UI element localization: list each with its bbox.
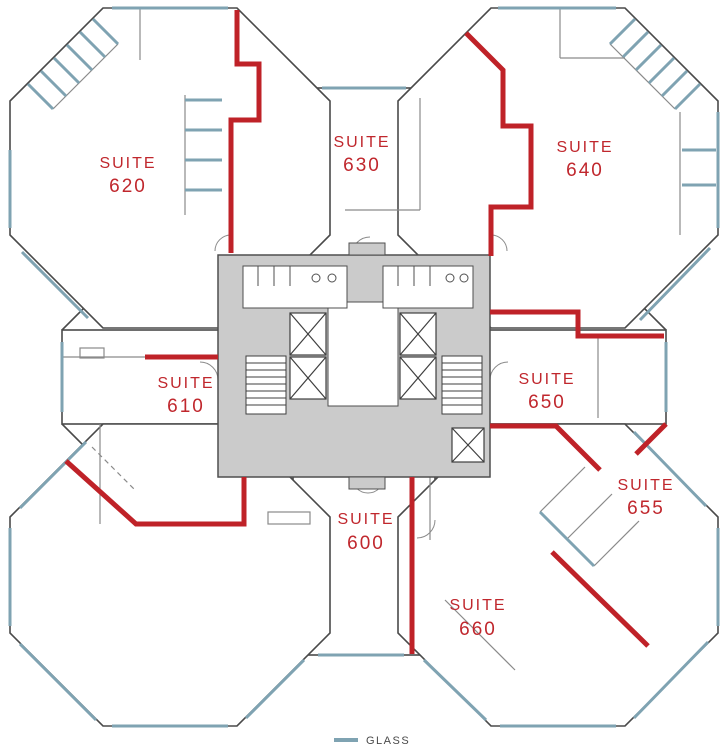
red-wall-650-655-outer (634, 422, 668, 456)
red-wall-640-650 (490, 309, 664, 339)
suite-630-number: 630 (343, 155, 381, 176)
suite-630-word: SUITE (333, 134, 390, 151)
suite-label-650: SUITE 650 (518, 371, 575, 413)
sink-icon (311, 273, 321, 283)
suite-labels: SUITE 620 SUITE 630 SUITE 640 SUITE 610 … (99, 134, 674, 640)
suite-640-word: SUITE (556, 139, 613, 156)
suite-label-655: SUITE 655 (617, 477, 674, 519)
red-wall-620-630 (228, 10, 262, 253)
suite-label-600: SUITE 600 (337, 511, 394, 554)
core-vestibule-south (348, 476, 386, 490)
sink-icon (327, 273, 337, 283)
desk-icon (267, 511, 311, 525)
glass-legend: GLASS (334, 735, 410, 747)
suite-655-number: 655 (627, 498, 665, 519)
suite-label-660: SUITE 660 (449, 597, 506, 640)
core (217, 242, 491, 490)
suite-label-620: SUITE 620 (99, 155, 156, 197)
elevator-shaft-icon (399, 356, 437, 400)
red-wall-650-655 (490, 423, 602, 472)
service-shaft-icon (451, 427, 485, 463)
suite-650-word: SUITE (518, 371, 575, 388)
red-wall-655-660 (550, 550, 650, 648)
sink-icon (445, 273, 455, 283)
glass-walls (8, 6, 720, 728)
suite-620-word: SUITE (99, 155, 156, 172)
suite-demising-walls (64, 10, 668, 654)
restroom-right (382, 265, 474, 309)
suite-label-640: SUITE 640 (556, 139, 613, 181)
stairs-right-icon (441, 355, 483, 415)
suite-610-word: SUITE (157, 375, 214, 392)
lobe-northeast (397, 7, 719, 329)
suite-660-word: SUITE (449, 597, 506, 614)
suite-600-number: 600 (347, 533, 385, 554)
stairs-left-icon (245, 355, 287, 415)
red-wall-630-640 (464, 31, 534, 256)
elevator-shaft-icon (289, 312, 327, 356)
suite-640-number: 640 (566, 160, 604, 181)
desk-icon (79, 347, 105, 359)
suite-610-number: 610 (167, 396, 205, 417)
suite-650-number: 650 (528, 392, 566, 413)
suite-660-number: 660 (459, 619, 497, 640)
suite-label-610: SUITE 610 (157, 375, 214, 417)
core-vestibule-north (348, 242, 386, 256)
suite-620-number: 620 (109, 176, 147, 197)
suite-label-630: SUITE 630 (333, 134, 390, 176)
elevator-shafts (289, 312, 485, 463)
glass-legend-label: GLASS (366, 735, 410, 747)
elevator-lobby (327, 301, 399, 407)
sink-icon (459, 273, 469, 283)
red-wall-610-600 (64, 459, 247, 527)
dashed-partition (91, 446, 136, 491)
elevator-shaft-icon (289, 356, 327, 400)
suite-655-word: SUITE (617, 477, 674, 494)
suite-600-word: SUITE (337, 511, 394, 528)
restroom-left (242, 265, 348, 309)
elevator-shaft-icon (399, 312, 437, 356)
interior-partitions (52, 8, 681, 671)
